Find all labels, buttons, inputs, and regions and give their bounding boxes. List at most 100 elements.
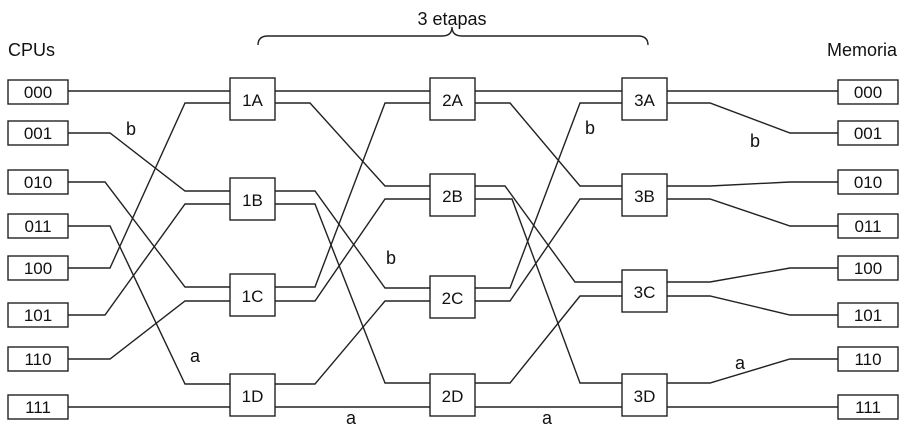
svg-text:1A: 1A	[242, 91, 263, 110]
svg-text:111: 111	[855, 398, 881, 417]
wire-1D-2C	[275, 300, 430, 385]
path-label-b: b	[750, 131, 760, 151]
svg-text:010: 010	[24, 173, 52, 192]
cpu-box: 100	[7, 255, 69, 281]
memory-box: 011	[837, 213, 899, 239]
switch-1C: 1C	[229, 273, 276, 317]
wire-1B-2D	[275, 203, 430, 384]
svg-text:1C: 1C	[242, 287, 264, 306]
switch-3C: 3C	[621, 269, 668, 313]
cpu-box: 001	[7, 120, 69, 146]
path-label-b: b	[585, 118, 595, 138]
stages-label: 3 etapas	[417, 9, 486, 29]
svg-text:000: 000	[24, 83, 52, 102]
path-label-b: b	[386, 248, 396, 268]
wire-cpu001-1B	[68, 132, 230, 192]
cpu-box: 010	[7, 169, 69, 195]
switch-3D: 3D	[621, 373, 668, 417]
path-label-a: a	[735, 353, 746, 373]
memory-box: 001	[837, 120, 899, 146]
switch-stage-1: 1A 1B 1C 1D	[229, 77, 276, 417]
switch-3B: 3B	[621, 173, 668, 217]
path-labels: b b b b a a a a	[126, 118, 760, 428]
svg-text:001: 001	[854, 124, 882, 143]
wire-3A-mem001	[667, 102, 838, 134]
svg-text:3C: 3C	[634, 283, 656, 302]
switch-2B: 2B	[429, 173, 476, 217]
svg-text:011: 011	[854, 217, 881, 236]
wire-cpu010-1C	[68, 181, 230, 288]
wire-1C-2A	[275, 102, 430, 288]
cpus-label: CPUs	[8, 40, 55, 60]
svg-text:110: 110	[854, 350, 881, 369]
switch-3A: 3A	[621, 77, 668, 121]
wire-2C-3A	[475, 102, 622, 289]
wire-3C-mem101	[667, 295, 838, 316]
svg-text:2A: 2A	[442, 91, 463, 110]
memory-box: 000	[837, 79, 899, 105]
path-label-b: b	[126, 119, 136, 139]
svg-text:101: 101	[854, 306, 882, 325]
memory-label: Memoria	[827, 40, 898, 60]
cpu-box: 111	[7, 394, 69, 420]
wire-cpu011-1D	[68, 225, 230, 385]
memory-box: 110	[837, 346, 899, 372]
wire-3B-mem010	[667, 181, 838, 187]
svg-text:3B: 3B	[634, 187, 655, 206]
switch-2C: 2C	[429, 275, 476, 319]
cpu-column: 000 001 010 011 100 101 110 111	[7, 79, 69, 420]
svg-text:1B: 1B	[242, 191, 263, 210]
cpu-box: 000	[7, 79, 69, 105]
memory-box: 111	[837, 394, 899, 420]
svg-text:001: 001	[24, 124, 52, 143]
memory-box: 101	[837, 302, 899, 328]
path-label-a: a	[542, 408, 553, 428]
switch-2A: 2A	[429, 77, 476, 121]
wire-cpu100-1A	[68, 102, 230, 269]
wire-1B-2C	[275, 190, 430, 289]
switch-stage-3: 3A 3B 3C 3D	[621, 77, 668, 417]
svg-text:1D: 1D	[242, 387, 264, 406]
interconnect-wires	[68, 90, 838, 408]
switch-2D: 2D	[429, 373, 476, 417]
svg-text:000: 000	[854, 83, 882, 102]
switch-1B: 1B	[229, 177, 276, 221]
svg-text:101: 101	[24, 306, 52, 325]
switch-1A: 1A	[229, 77, 276, 121]
path-label-a: a	[346, 408, 357, 428]
wire-2B-3C	[475, 185, 622, 283]
svg-text:111: 111	[25, 398, 51, 417]
svg-text:2C: 2C	[442, 289, 464, 308]
svg-text:100: 100	[24, 259, 52, 278]
switch-1D: 1D	[229, 373, 276, 417]
svg-text:3D: 3D	[634, 387, 656, 406]
wire-3B-mem011	[667, 198, 838, 227]
svg-text:3A: 3A	[634, 91, 655, 110]
svg-text:011: 011	[24, 217, 51, 236]
wire-1A-2B	[275, 102, 430, 187]
wire-cpu101-1B	[68, 203, 230, 316]
cpu-box: 011	[7, 213, 69, 239]
wire-2C-3B	[475, 198, 622, 302]
wire-2A-3B	[475, 102, 622, 187]
svg-text:100: 100	[854, 259, 882, 278]
wire-2B-3D	[475, 198, 622, 384]
wire-3C-mem100	[667, 267, 838, 283]
wire-cpu110-1C	[68, 300, 230, 360]
cpu-box: 101	[7, 302, 69, 328]
svg-text:010: 010	[854, 173, 882, 192]
svg-text:110: 110	[24, 350, 51, 369]
wire-3D-mem110	[667, 358, 838, 384]
wire-1C-2B	[275, 198, 430, 302]
path-label-a: a	[190, 346, 201, 366]
stages-brace	[257, 26, 649, 46]
memory-box: 100	[837, 255, 899, 281]
switch-stage-2: 2A 2B 2C 2D	[429, 77, 476, 417]
svg-text:2D: 2D	[442, 387, 464, 406]
svg-text:2B: 2B	[442, 187, 463, 206]
wire-2D-3C	[475, 295, 622, 384]
memory-box: 010	[837, 169, 899, 195]
cpu-box: 110	[7, 346, 69, 372]
memory-column: 000 001 010 011 100 101 110 111	[837, 79, 899, 420]
